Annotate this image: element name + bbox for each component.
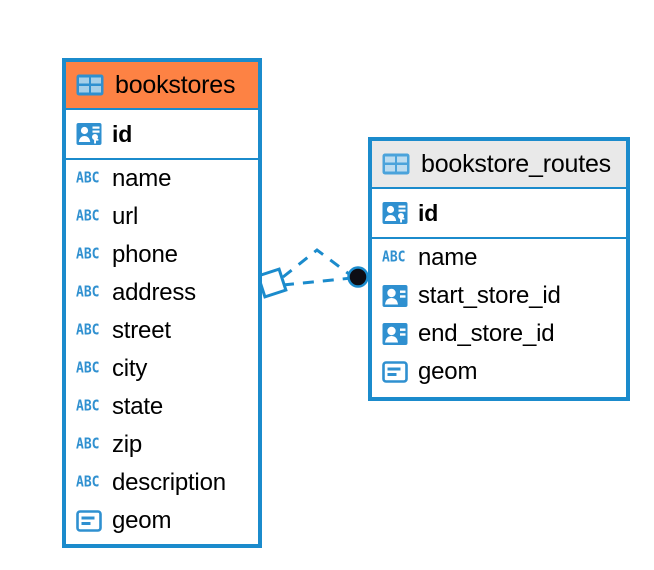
field-row-address[interactable]: ABC address bbox=[66, 274, 258, 312]
primary-key-icon bbox=[76, 123, 102, 145]
field-row-id[interactable]: id bbox=[66, 110, 258, 158]
abc-text-icon: ABC bbox=[76, 435, 100, 454]
table-icon bbox=[76, 74, 104, 96]
field-label: state bbox=[112, 393, 164, 420]
entity-title: bookstores bbox=[115, 70, 236, 99]
primary-key-icon bbox=[382, 202, 408, 224]
abc-text-icon: ABC bbox=[76, 207, 100, 226]
field-label: id bbox=[112, 120, 133, 147]
field-row-description[interactable]: ABC description bbox=[66, 464, 258, 502]
abc-text-icon: ABC bbox=[76, 359, 100, 378]
field-label: geom bbox=[418, 358, 478, 385]
abc-text-icon: ABC bbox=[76, 283, 100, 302]
abc-text-icon: ABC bbox=[76, 245, 100, 264]
field-label: city bbox=[112, 355, 148, 382]
field-label: name bbox=[112, 165, 172, 192]
entity-bookstore-routes[interactable]: bookstore_routes id ABC na bbox=[368, 137, 630, 401]
field-row-name[interactable]: ABC name bbox=[66, 160, 258, 198]
diamond-outline-marker bbox=[256, 267, 288, 299]
field-row-zip[interactable]: ABC zip bbox=[66, 426, 258, 464]
filled-circle-marker bbox=[347, 266, 369, 288]
field-label: description bbox=[112, 469, 226, 496]
field-row-state[interactable]: ABC state bbox=[66, 388, 258, 426]
entity-title: bookstore_routes bbox=[421, 149, 611, 178]
field-label: address bbox=[112, 279, 196, 306]
field-label: start_store_id bbox=[418, 282, 561, 309]
field-row-phone[interactable]: ABC phone bbox=[66, 236, 258, 274]
field-label: street bbox=[112, 317, 171, 344]
entity-header-bookstore-routes[interactable]: bookstore_routes bbox=[372, 141, 626, 189]
field-section-bookstores: ABC name ABC url ABC phone ABC address A… bbox=[66, 160, 258, 540]
field-row-id[interactable]: id bbox=[372, 189, 626, 237]
foreign-key-icon bbox=[382, 323, 408, 345]
field-label: name bbox=[418, 244, 478, 271]
relationship-line-upper bbox=[282, 248, 354, 279]
geometry-icon bbox=[382, 361, 408, 383]
relationship-line-lower bbox=[282, 276, 353, 287]
field-label: id bbox=[418, 199, 439, 226]
abc-text-icon: ABC bbox=[76, 169, 100, 188]
field-label: phone bbox=[112, 241, 178, 268]
field-row-start-store-id[interactable]: start_store_id bbox=[372, 277, 626, 315]
field-row-url[interactable]: ABC url bbox=[66, 198, 258, 236]
geometry-icon bbox=[76, 510, 102, 532]
field-row-city[interactable]: ABC city bbox=[66, 350, 258, 388]
field-label: end_store_id bbox=[418, 320, 555, 347]
primary-key-section-bookstores: id bbox=[66, 110, 258, 160]
field-label: url bbox=[112, 203, 139, 230]
field-row-name[interactable]: ABC name bbox=[372, 239, 626, 277]
field-row-geom[interactable]: geom bbox=[372, 353, 626, 391]
entity-bookstores[interactable]: bookstores id ABC name bbox=[62, 58, 262, 548]
abc-text-icon: ABC bbox=[76, 321, 100, 340]
table-icon bbox=[382, 153, 410, 175]
field-row-end-store-id[interactable]: end_store_id bbox=[372, 315, 626, 353]
field-row-geom[interactable]: geom bbox=[66, 502, 258, 540]
primary-key-section-bookstore-routes: id bbox=[372, 189, 626, 239]
field-row-street[interactable]: ABC street bbox=[66, 312, 258, 350]
foreign-key-icon bbox=[382, 285, 408, 307]
abc-text-icon: ABC bbox=[76, 397, 100, 416]
abc-text-icon: ABC bbox=[382, 248, 406, 267]
field-label: geom bbox=[112, 507, 172, 534]
entity-header-bookstores[interactable]: bookstores bbox=[66, 62, 258, 110]
abc-text-icon: ABC bbox=[76, 473, 100, 492]
field-label: zip bbox=[112, 431, 143, 458]
field-section-bookstore-routes: ABC name start_store_id bbox=[372, 239, 626, 391]
